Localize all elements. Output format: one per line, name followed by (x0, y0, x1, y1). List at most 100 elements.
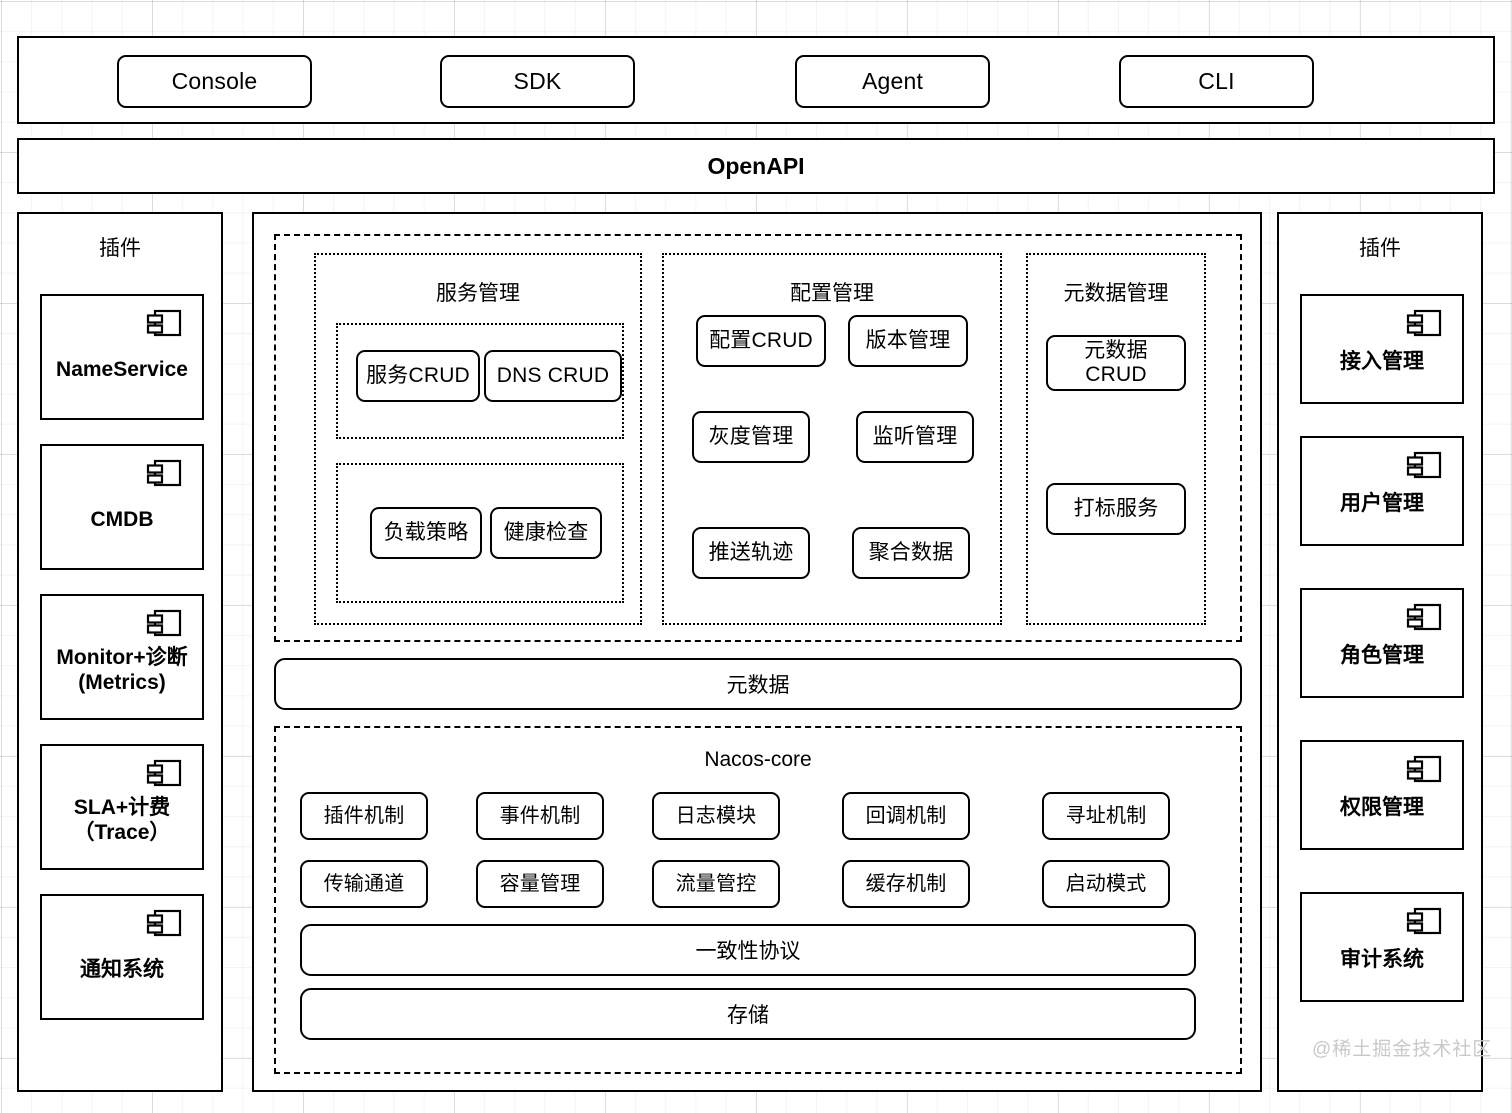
plugin-card-permission-management[interactable]: 权限管理 (1300, 740, 1464, 850)
plugin-card-role-management[interactable]: 角色管理 (1300, 588, 1464, 698)
chip-transport-channel-label: 传输通道 (323, 872, 405, 895)
chip-version-management[interactable]: 版本管理 (848, 315, 968, 367)
chip-config-crud-label: 配置CRUD (709, 329, 813, 353)
chip-event-mechanism-label: 事件机制 (499, 804, 581, 827)
chip-health-check-label: 健康检查 (503, 521, 589, 545)
watermark: @稀土掘金技术社区 (1312, 1039, 1493, 1060)
plugin-card-audit-system-label: 审计系统 (1340, 948, 1424, 972)
chip-cache-mechanism-label: 缓存机制 (865, 872, 947, 895)
chip-callback-mechanism[interactable]: 回调机制 (842, 792, 970, 840)
chip-addressing-mechanism[interactable]: 寻址机制 (1042, 792, 1170, 840)
plugin-card-role-management-label: 角色管理 (1340, 644, 1424, 668)
chip-capacity-management-label: 容量管理 (499, 872, 581, 895)
bar-consistency-protocol-label: 一致性协议 (695, 940, 801, 963)
plugin-card-nameservice-label: NameService (56, 358, 188, 382)
nacos-core-title: Nacos-core (704, 748, 812, 771)
panel-config-management-title: 配置管理 (790, 282, 874, 305)
chip-version-management-label: 版本管理 (865, 329, 951, 353)
bar-storage[interactable]: 存储 (300, 988, 1196, 1040)
chip-startup-mode[interactable]: 启动模式 (1042, 860, 1170, 908)
chip-push-trace[interactable]: 推送轨迹 (692, 527, 810, 579)
client-agent-label: Agent (861, 67, 924, 94)
chip-listener-management-label: 监听管理 (872, 425, 958, 449)
openapi-layer: OpenAPI (17, 138, 1495, 194)
uml-component-icon (146, 758, 182, 790)
chip-load-strategy-label: 负载策略 (383, 521, 469, 545)
chip-log-module[interactable]: 日志模块 (652, 792, 780, 840)
metadata-bar[interactable]: 元数据 (274, 658, 1242, 710)
plugin-card-notification[interactable]: 通知系统 (40, 894, 204, 1020)
chip-plugin-mechanism[interactable]: 插件机制 (300, 792, 428, 840)
plugin-card-nameservice[interactable]: NameService (40, 294, 204, 420)
chip-dns-crud[interactable]: DNS CRUD (484, 350, 622, 402)
plugin-card-audit-system[interactable]: 审计系统 (1300, 892, 1464, 1002)
chip-dns-crud-label: DNS CRUD (496, 364, 610, 388)
chip-listener-management[interactable]: 监听管理 (856, 411, 974, 463)
chip-log-module-label: 日志模块 (675, 804, 757, 827)
uml-component-icon (1406, 754, 1442, 786)
chip-event-mechanism[interactable]: 事件机制 (476, 792, 604, 840)
left-plugin-panel-title: 插件 (99, 237, 141, 260)
bar-storage-label: 存储 (727, 1004, 769, 1027)
bar-consistency-protocol[interactable]: 一致性协议 (300, 924, 1196, 976)
plugin-card-monitor-label: Monitor+诊断 (Metrics) (56, 645, 188, 694)
uml-component-icon (146, 908, 182, 940)
client-cli[interactable]: CLI (1119, 55, 1314, 108)
chip-service-crud[interactable]: 服务CRUD (356, 350, 480, 402)
panel-config-management: 配置管理 配置CRUD 版本管理 灰度管理 监听管理 推送轨迹 聚合数据 (662, 253, 1002, 625)
plugin-card-user-management[interactable]: 用户管理 (1300, 436, 1464, 546)
chip-config-crud[interactable]: 配置CRUD (696, 315, 826, 367)
plugin-card-monitor[interactable]: Monitor+诊断 (Metrics) (40, 594, 204, 720)
client-sdk[interactable]: SDK (440, 55, 635, 108)
nacos-core-area: Nacos-core 插件机制 事件机制 日志模块 回调机制 寻址机制 传输通道 (274, 726, 1242, 1074)
clients-layer: Console SDK Agent CLI (17, 36, 1495, 124)
chip-traffic-control[interactable]: 流量管控 (652, 860, 780, 908)
plugin-card-sla[interactable]: SLA+计费 （Trace） (40, 744, 204, 870)
client-console[interactable]: Console (117, 55, 312, 108)
plugin-card-permission-management-label: 权限管理 (1340, 796, 1424, 820)
client-cli-label: CLI (1198, 67, 1235, 94)
panel-service-management: 服务管理 服务CRUD DNS CRUD 负载策略 健康检查 (314, 253, 642, 625)
uml-component-icon (1406, 906, 1442, 938)
service-group-crud: 服务CRUD DNS CRUD (336, 323, 624, 439)
plugin-card-access-management-label: 接入管理 (1340, 350, 1424, 374)
plugin-card-cmdb[interactable]: CMDB (40, 444, 204, 570)
plugin-card-sla-label: SLA+计费 （Trace） (73, 795, 171, 844)
metadata-bar-label: 元数据 (726, 674, 790, 697)
panel-metadata-management-title: 元数据管理 (1063, 282, 1169, 305)
chip-startup-mode-label: 启动模式 (1065, 872, 1147, 895)
chip-transport-channel[interactable]: 传输通道 (300, 860, 428, 908)
uml-component-icon (146, 308, 182, 340)
chip-traffic-control-label: 流量管控 (675, 872, 757, 895)
uml-component-icon (1406, 450, 1442, 482)
chip-load-strategy[interactable]: 负载策略 (370, 507, 482, 559)
panel-service-management-title: 服务管理 (436, 282, 520, 305)
chip-metadata-crud[interactable]: 元数据 CRUD (1046, 335, 1186, 391)
plugin-card-notification-label: 通知系统 (80, 958, 164, 982)
chip-plugin-mechanism-label: 插件机制 (323, 804, 405, 827)
left-plugin-panel: 插件 NameService CMDB (17, 212, 223, 1092)
chip-aggregated-data-label: 聚合数据 (868, 541, 954, 565)
client-agent[interactable]: Agent (795, 55, 990, 108)
chip-gray-management-label: 灰度管理 (708, 425, 794, 449)
chip-gray-management[interactable]: 灰度管理 (692, 411, 810, 463)
chip-addressing-mechanism-label: 寻址机制 (1065, 804, 1147, 827)
nacos-main-frame: 服务管理 服务CRUD DNS CRUD 负载策略 健康检查 配置管理 (252, 212, 1262, 1092)
plugin-card-cmdb-label: CMDB (90, 508, 154, 532)
chip-tagging-service[interactable]: 打标服务 (1046, 483, 1186, 535)
service-group-routing: 负载策略 健康检查 (336, 463, 624, 603)
chip-push-trace-label: 推送轨迹 (708, 541, 794, 565)
chip-health-check[interactable]: 健康检查 (490, 507, 602, 559)
plugin-card-user-management-label: 用户管理 (1340, 492, 1424, 516)
chip-cache-mechanism[interactable]: 缓存机制 (842, 860, 970, 908)
plugin-card-access-management[interactable]: 接入管理 (1300, 294, 1464, 404)
right-plugin-panel-title: 插件 (1359, 237, 1401, 260)
chip-service-crud-label: 服务CRUD (366, 364, 470, 388)
openapi-label: OpenAPI (707, 152, 805, 179)
chip-capacity-management[interactable]: 容量管理 (476, 860, 604, 908)
right-plugin-panel: 插件 接入管理 用户管理 角色管理 (1277, 212, 1491, 1092)
chip-aggregated-data[interactable]: 聚合数据 (852, 527, 970, 579)
capability-area: 服务管理 服务CRUD DNS CRUD 负载策略 健康检查 配置管理 (274, 234, 1242, 642)
uml-component-icon (146, 608, 182, 640)
uml-component-icon (146, 458, 182, 490)
